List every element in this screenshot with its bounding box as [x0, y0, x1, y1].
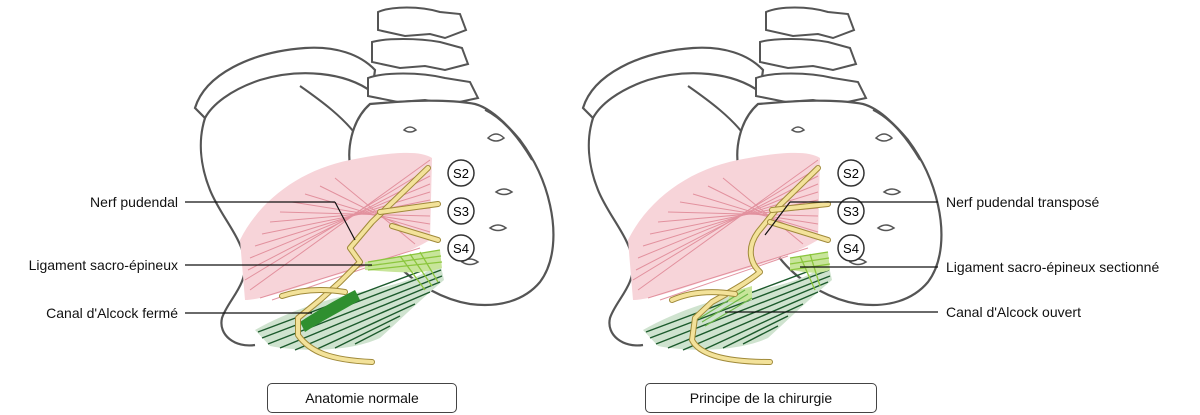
vertebrae-right: S2 S3 S4: [837, 159, 865, 262]
caption-right: Principe de la chirurgie: [645, 383, 877, 413]
canal-left: [300, 290, 360, 332]
nerve-right: [669, 165, 831, 365]
label-nerve-left: Nerf pudendal: [90, 194, 178, 210]
label-ligament-right: Ligament sacro-épineux sectionné: [946, 259, 1160, 275]
label-ligament-left: Ligament sacro-épineux: [28, 257, 178, 273]
vertebra-label: S3: [843, 204, 859, 219]
ligament-left: [365, 249, 443, 291]
vertebrae-left: S2 S3 S4: [447, 159, 475, 262]
caption-left: Anatomie normale: [267, 383, 457, 413]
vertebra-label: S3: [453, 204, 469, 219]
label-nerve-right: Nerf pudendal transposé: [946, 194, 1100, 210]
vertebra-label: S4: [453, 241, 469, 256]
vertebra-label: S2: [453, 166, 469, 181]
pelvis-left: [193, 6, 555, 352]
vertebra-label: S4: [843, 241, 859, 256]
vertebra-label: S2: [843, 166, 859, 181]
leader-lines-right: [725, 201, 938, 313]
pelvis-right: [581, 6, 943, 352]
label-canal-right: Canal d'Alcock ouvert: [946, 304, 1081, 320]
leader-lines-left: [185, 201, 372, 314]
label-canal-left: Canal d'Alcock fermé: [46, 305, 178, 321]
